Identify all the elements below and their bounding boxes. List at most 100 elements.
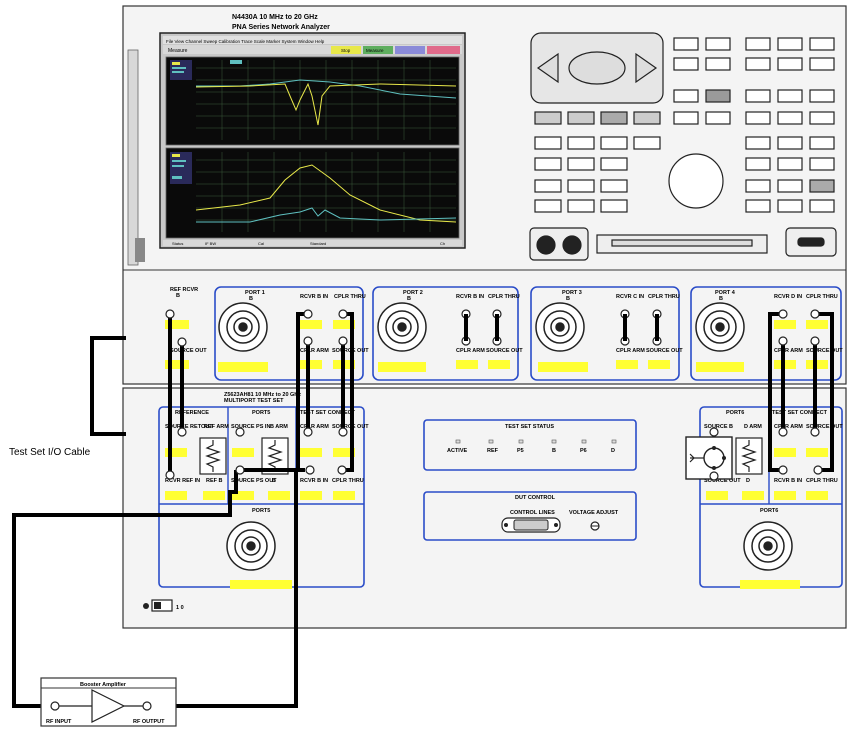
port5-source-ps-out-label: SOURCE PS OUT [231,478,277,484]
key[interactable] [777,89,803,103]
nav-right-button[interactable] [635,52,658,84]
key[interactable] [567,179,595,193]
key[interactable] [534,136,562,150]
port-2-connector-icon[interactable] [377,302,427,352]
key[interactable] [633,111,661,125]
ref-source-ret-label: SOURCE RETOUT [165,424,213,430]
usb-port-icon[interactable] [536,235,556,255]
port6-connector-icon[interactable] [743,521,793,571]
key[interactable] [567,111,595,125]
key[interactable] [745,199,771,213]
nav-left-button[interactable] [536,52,559,84]
port-4-panel [690,286,842,381]
port-4-connector-icon[interactable] [695,302,745,352]
jumper-cables [12,309,834,708]
key[interactable] [600,199,628,213]
rf-input-connector-icon[interactable] [50,701,60,711]
key[interactable] [705,89,731,103]
port-1-panel [214,286,364,381]
key[interactable] [633,136,661,150]
connect-left-cplr-thru: CPLR THRU [332,478,364,484]
port6-d-arm-label: D ARM [744,424,762,430]
key[interactable] [745,179,771,193]
key[interactable] [705,111,731,125]
port-4-source-out: SOURCE OUT [806,348,843,354]
connect-left-cplr-arm: CPLR ARM [300,424,329,430]
key[interactable] [809,136,835,150]
key[interactable] [777,199,803,213]
key[interactable] [567,157,595,171]
port-2-rcvr: RCVR B IN [456,294,484,300]
key[interactable] [673,111,699,125]
status-leds: ACTIVE REF P5 B P6 D [447,439,617,454]
key[interactable] [809,89,835,103]
key[interactable] [777,37,803,51]
port-1-connector-icon[interactable] [218,302,268,352]
port-3-rcvr: RCVR C IN [616,294,644,300]
screen-tab-measure-label: Measure [366,48,384,53]
key[interactable] [534,199,562,213]
key[interactable] [673,57,699,71]
key[interactable] [600,179,628,193]
key[interactable] [673,37,699,51]
key[interactable] [745,157,771,171]
power-switch[interactable] [143,599,173,612]
key[interactable] [600,157,628,171]
key[interactable] [534,179,562,193]
port6-section-label: PORT6 [726,410,744,416]
key[interactable] [777,111,803,125]
key[interactable] [705,57,731,71]
status-led-ref: REF [487,448,499,454]
key[interactable] [809,199,835,213]
key[interactable] [600,111,628,125]
key[interactable] [600,136,628,150]
voltage-adjust-knob-icon[interactable] [590,521,600,531]
port-4-sub: B [719,296,723,302]
screen-footer-2: IF BW [205,241,216,246]
key[interactable] [809,37,835,51]
screen-tab-measure[interactable] [363,46,393,54]
test-set-title: Z5623AH81 10 MHz to 20 GHz [224,392,301,398]
key[interactable] [809,111,835,125]
key[interactable] [567,136,595,150]
control-lines-connector-icon[interactable] [501,517,561,533]
power-switch-label: 1 0 [176,605,184,611]
test-set-connect-right-label: TEST SET CONNECT [772,410,828,416]
key[interactable] [745,37,771,51]
status-led-d: D [611,448,615,454]
key[interactable] [745,111,771,125]
screen-tab-stop[interactable] [331,46,361,54]
rf-output-connector-icon[interactable] [142,701,152,711]
analyzer-side-strip [127,49,139,266]
key[interactable] [777,136,803,150]
usb-port-icon[interactable] [562,235,582,255]
port6-source-b-label: SOURCE B [704,424,733,430]
key[interactable] [673,89,699,103]
key[interactable] [534,111,562,125]
port-3-connector-icon[interactable] [535,302,585,352]
key[interactable] [745,136,771,150]
status-led-active: ACTIVE [447,448,468,454]
ref-rcvr-sub: B [176,293,180,299]
screen-tab-3[interactable] [395,46,425,54]
key[interactable] [745,89,771,103]
key[interactable] [777,179,803,193]
analyzer-front-controls [529,32,837,261]
port-1-rcvr: RCVR B IN [300,294,328,300]
port5-connector-icon[interactable] [226,521,276,571]
screen-tab-4[interactable] [427,46,460,54]
key[interactable] [777,57,803,71]
key[interactable] [745,57,771,71]
key[interactable] [534,157,562,171]
connect-right-cplr-arm: CPLR ARM [774,424,803,430]
key[interactable] [809,57,835,71]
nav-center-button[interactable] [568,51,626,85]
rotary-knob[interactable] [668,153,724,209]
status-led-p5: P5 [517,448,524,454]
key[interactable] [567,199,595,213]
power-button[interactable] [797,237,825,247]
key[interactable] [777,157,803,171]
key[interactable] [809,179,835,193]
key[interactable] [809,157,835,171]
key[interactable] [705,37,731,51]
